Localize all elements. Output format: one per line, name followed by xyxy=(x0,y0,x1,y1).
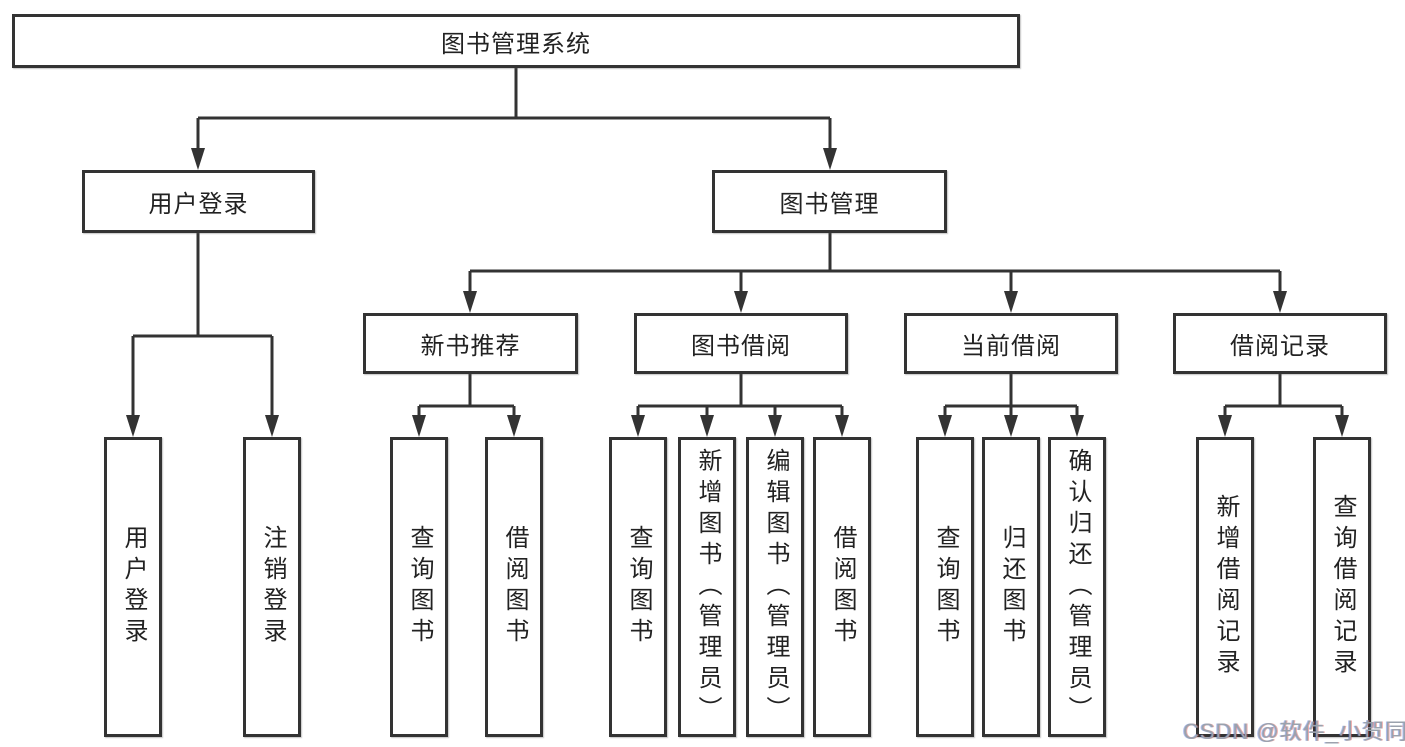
csdn-watermark: CSDN @软件_小贺同学 xyxy=(1183,719,1405,744)
leaf-current-query-book: 查询图书 xyxy=(916,437,974,737)
leaf-records-add-record: 新增借阅记录 xyxy=(1196,437,1254,737)
leaf-user-login: 用户登录 xyxy=(104,437,162,737)
leaf-current-confirm-return-admin: 确认归还（管理员） xyxy=(1048,437,1106,737)
leaf-logout: 注销登录 xyxy=(243,437,301,737)
connector-arrowheads xyxy=(126,148,1349,437)
node-book-borrowing: 图书借阅 xyxy=(634,313,848,374)
node-new-book-recommend: 新书推荐 xyxy=(363,313,578,374)
node-book-management: 图书管理 xyxy=(712,170,947,233)
leaf-borrowing-borrow-book: 借阅图书 xyxy=(813,437,871,737)
node-current-borrowing: 当前借阅 xyxy=(904,313,1118,374)
leaf-borrowing-edit-book-admin: 编辑图书（管理员） xyxy=(746,437,804,737)
leaf-records-query-record: 查询借阅记录 xyxy=(1313,437,1371,737)
leaf-borrowing-query-book: 查询图书 xyxy=(609,437,667,737)
leaf-recommend-query-book: 查询图书 xyxy=(390,437,448,737)
leaf-recommend-borrow-book: 借阅图书 xyxy=(485,437,543,737)
node-root-library-system: 图书管理系统 xyxy=(12,14,1020,68)
node-user-login: 用户登录 xyxy=(82,170,315,233)
node-borrowing-records: 借阅记录 xyxy=(1173,313,1387,374)
leaf-borrowing-add-book-admin: 新增图书（管理员） xyxy=(678,437,736,737)
leaf-current-return-book: 归还图书 xyxy=(982,437,1040,737)
